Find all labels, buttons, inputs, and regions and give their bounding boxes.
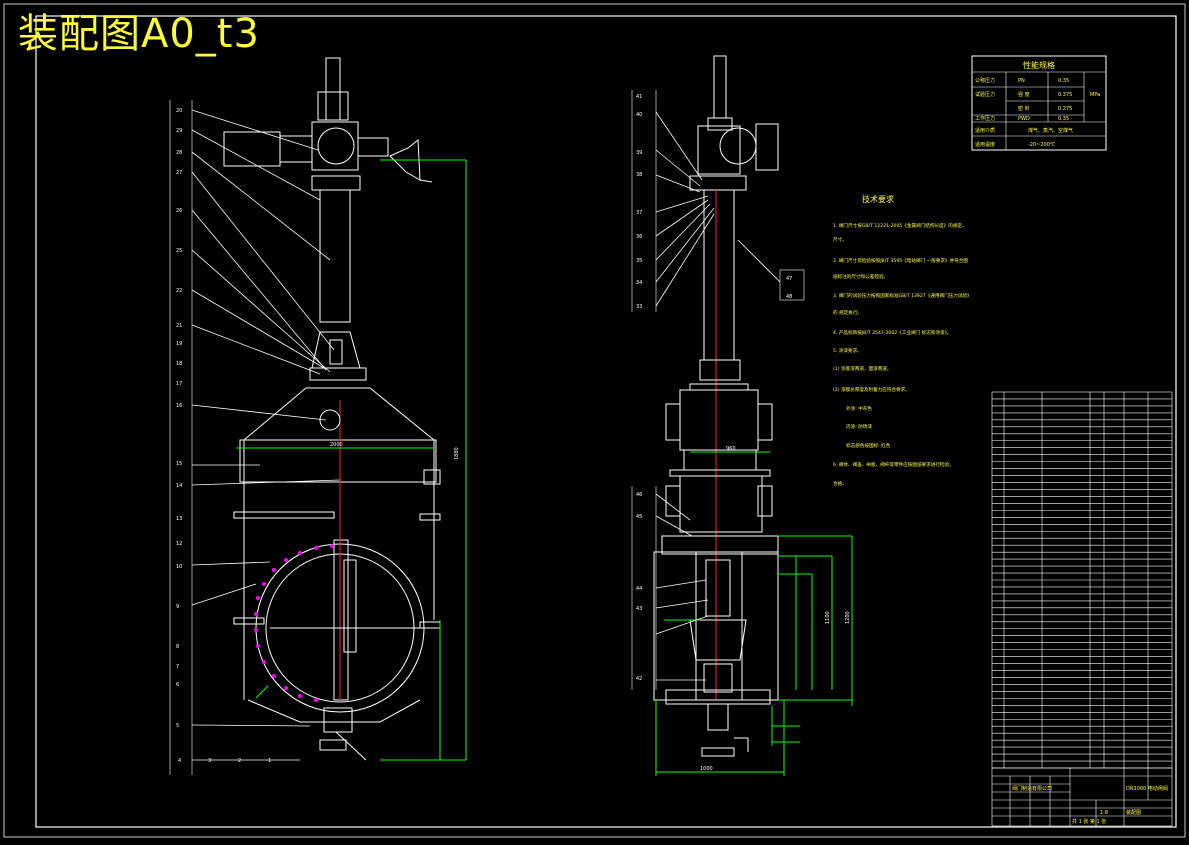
callout-label: 19 [176,341,182,347]
tech-line: 的 规定执行。 [833,309,862,316]
perf-row-label: 适用介质 [975,127,995,134]
callout-label: 45 [636,514,642,520]
tech-line: 标志颜色按国标: 红色 [846,442,891,449]
perf-row-label: 适用温度 [975,141,995,148]
callout-label: 17 [176,381,182,387]
dim-side-a: 1100 [825,611,831,624]
dim-bore: 960 [726,446,736,452]
perf-row-value: 0.35 [1058,78,1069,84]
callout-label: 33 [636,304,642,310]
callout-label: 36 [636,234,642,240]
callout-label: 3 [208,758,211,764]
callout-label: 21 [176,323,182,329]
callout-label: 28 [176,150,182,156]
dim-side-b: 1200 [845,611,851,624]
dim-width-bottom: 1000 [700,766,713,772]
callout-label: 14 [176,483,182,489]
title-drawing: 装配图 [1126,809,1141,816]
perf-row-symbol: 煤气、蒸汽、空煤气 [1028,127,1073,134]
perf-row-value: 0.375 [1058,92,1072,98]
tech-line: (1) 涂底漆两道，面漆两道。 [833,365,892,372]
callout-label: 22 [176,288,182,294]
dim-width-top: 2000 [330,442,343,448]
drawing-title: 装配图A0_t3 [18,11,260,57]
callout-label: 6 [176,682,179,688]
callout-label: 39 [636,150,642,156]
perf-row-value: 0.35 [1058,116,1069,122]
callout-label: 13 [176,516,182,522]
callout-label: 27 [176,170,182,176]
inner-frame [35,15,1177,828]
tech-line: 6. 阀体、阀盖、闸板、阀杆等零件应按图纸要求进行检验， [833,461,954,468]
callout-label: 38 [636,172,642,178]
perf-row-symbol: PWD [1018,116,1030,122]
title-company: 阀门制造有限公司 [1012,785,1052,792]
callout-label: 25 [176,248,182,254]
tech-line: 尺寸。 [833,236,847,243]
callout-label: 15 [176,461,182,467]
outer-frame [3,3,1186,838]
tech-line: 外涂: 中灰色 [846,405,872,412]
callout-label: 40 [636,112,642,118]
callout-label: 34 [636,280,642,286]
parts-list [991,391,1173,769]
title-scale: 1:8 [1100,810,1108,816]
callout-label: 12 [176,541,182,547]
perf-row-unit: MPa [1090,92,1100,98]
callout-label: 2 [238,758,241,764]
callout-label: 20 [176,108,182,114]
technical-requirements: 技术要求 1. 阀门尺寸按GB/T 12221-2005《金属阀门结构长度》的规… [833,194,972,487]
perf-row-value: 0.275 [1058,106,1072,112]
tech-heading: 技术要求 [862,194,894,204]
title-sheet: 共 1 张 第 1 张 [1072,818,1106,825]
callout-label: 26 [176,208,182,214]
title-product-name: DN1000 电动闸阀 [1126,785,1168,792]
callout-label: 4 [178,758,181,764]
callout-label: 8 [176,644,179,650]
tech-line: 纸标注的尺寸和公差检验。 [833,273,888,280]
tech-line: (2) 漆膜总厚度及附着力应符合要求。 [833,386,910,393]
perf-row-symbol: -20~200℃ [1028,142,1056,148]
callout-label: 7 [176,664,179,670]
callout-label: 47 [786,276,792,282]
tech-line: 4. 产品标牌按JB/T 2547-2002《工业阀门 标志和涂漆》。 [833,329,951,336]
callout-label: 10 [176,564,182,570]
perf-row-symbol: 强 度 [1018,91,1030,98]
perf-row-label: 试验压力 [975,91,995,98]
dim-height: 1880 [454,447,460,460]
tech-line: 内涂: 防锈漆 [846,423,872,430]
callout-label: 1 [268,758,271,764]
callout-label: 44 [636,586,642,592]
performance-table: 性能规格 公称压力 PN 0.35 试验压力 强 度 0.375 MPa 密 封 0.275 工作… [971,55,1107,151]
tech-line: 1. 阀门尺寸按GB/T 12221-2005《金属阀门结构长度》的规定。 [833,222,967,229]
callout-label: 48 [786,294,792,300]
callout-label: 18 [176,361,182,367]
callout-label: 37 [636,210,642,216]
perf-table-header: 性能规格 [1023,60,1055,70]
callout-label: 41 [636,94,642,100]
callout-label: 42 [636,676,642,682]
callout-label: 5 [176,723,179,729]
perf-row-symbol: 密 封 [1018,105,1030,112]
perf-row-label: 公称压力 [975,77,995,84]
front-view [169,57,467,775]
callout-label: 16 [176,403,182,409]
tech-line: 5. 涂漆要求。 [833,347,862,354]
tech-line: 3. 阀门的试验压力按照国家标准GB/T 13927《通用阀门压力试验》 [833,292,972,299]
perf-row-symbol: PN [1018,78,1025,84]
callout-label: 29 [176,128,182,134]
callout-label: 9 [176,604,179,610]
perf-row-label: 工作压力 [975,115,995,122]
tech-line: 2. 阀门尺寸及检验按照JB/T 3595《电站阀门 一般要求》并符合图 [833,257,968,264]
callout-label: 35 [636,258,642,264]
callout-label: 46 [636,492,642,498]
tech-line: 合格。 [833,480,847,487]
title-block [991,767,1173,827]
side-view [631,55,853,776]
callout-label: 43 [636,606,642,612]
